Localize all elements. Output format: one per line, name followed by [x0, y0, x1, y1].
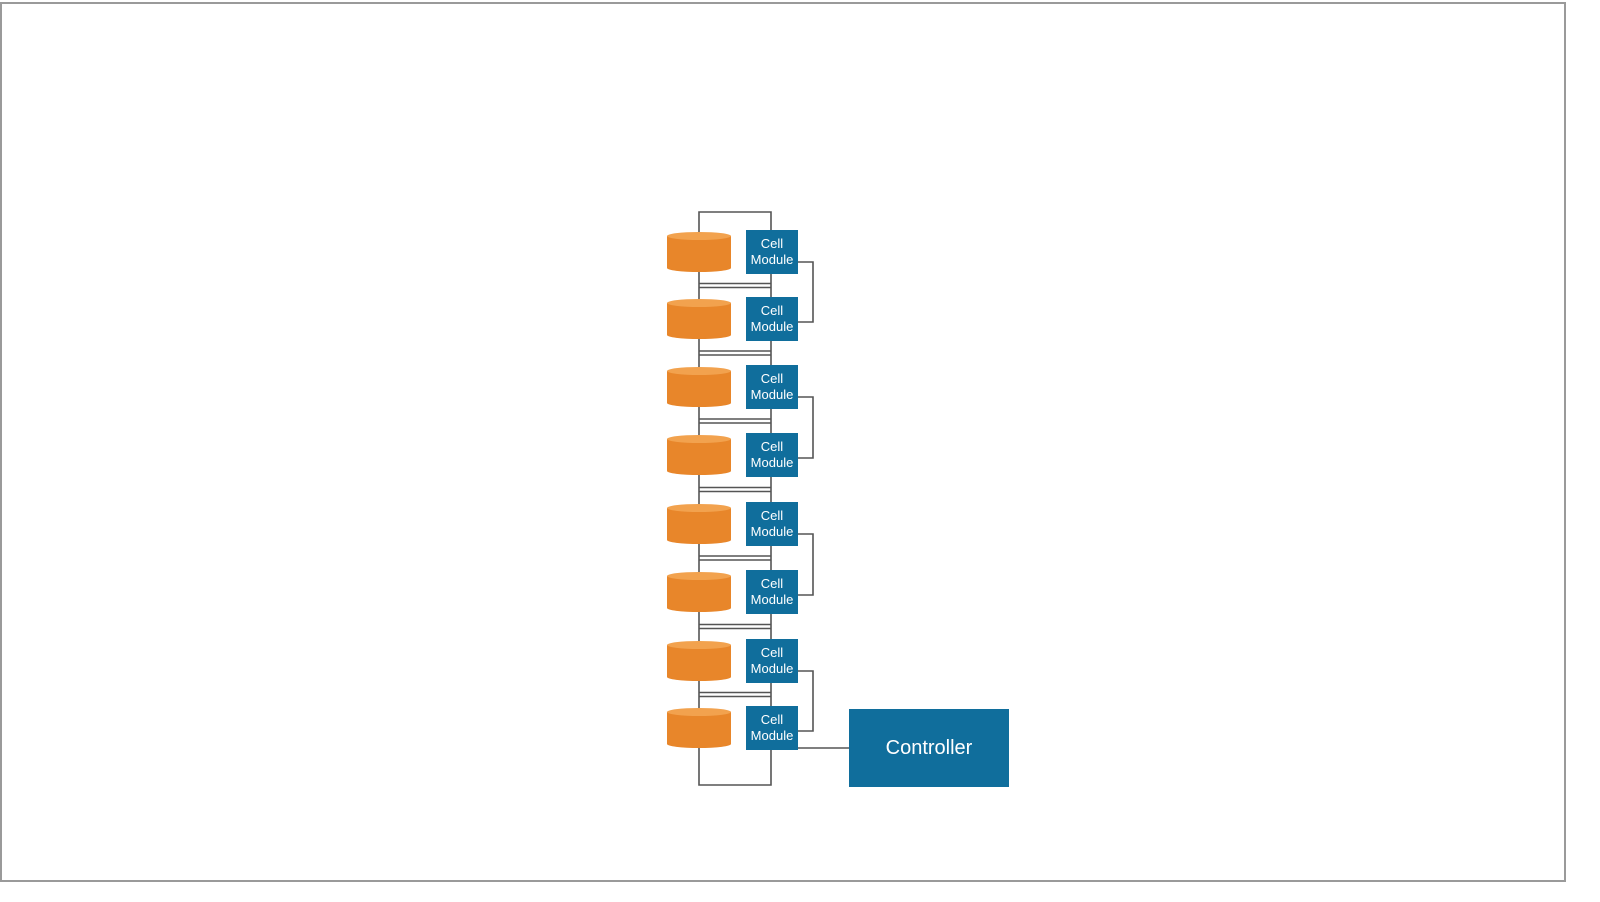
battery-cell	[667, 232, 731, 272]
battery-cell-top	[667, 367, 731, 375]
battery-cell-top	[667, 232, 731, 240]
cell-module-box[interactable]	[746, 570, 798, 614]
cell-module-label-line2: Module	[751, 319, 794, 334]
cell-module-box[interactable]	[746, 639, 798, 683]
battery-cell-top	[667, 299, 731, 307]
controller-label: Controller	[886, 737, 973, 759]
battery-cell	[667, 435, 731, 475]
cell-module-label-line1: Cell	[761, 508, 784, 523]
battery-cell	[667, 572, 731, 612]
cell-module-label-line2: Module	[751, 661, 794, 676]
battery-cell	[667, 708, 731, 748]
module-comm-loop-wire	[798, 533, 814, 596]
battery-cell-body	[667, 236, 731, 272]
module-comm-loop-wire	[798, 670, 814, 732]
battery-cells	[667, 232, 731, 748]
battery-cell-body	[667, 645, 731, 681]
cell-module-label-line1: Cell	[761, 576, 784, 591]
cell-module-label-line1: Cell	[761, 236, 784, 251]
module-comm-loop-wire	[798, 261, 814, 323]
cell-module-label-line2: Module	[751, 524, 794, 539]
battery-cell	[667, 367, 731, 407]
cell-modules: CellModuleCellModuleCellModuleCellModule…	[746, 230, 798, 750]
cell-module-label-line2: Module	[751, 728, 794, 743]
cell-module-label-line2: Module	[751, 455, 794, 470]
battery-cell-body	[667, 576, 731, 612]
battery-cell-body	[667, 371, 731, 407]
cell-module-label-line1: Cell	[761, 645, 784, 660]
battery-cell-body	[667, 303, 731, 339]
battery-cell-top	[667, 435, 731, 443]
battery-cell-top	[667, 708, 731, 716]
cell-module-label-line1: Cell	[761, 303, 784, 318]
module-comm-loop-wire	[798, 396, 814, 459]
cell-module-box[interactable]	[746, 365, 798, 409]
cell-module-label-line2: Module	[751, 592, 794, 607]
cell-module-box[interactable]	[746, 297, 798, 341]
battery-cell-body	[667, 439, 731, 475]
battery-cell	[667, 299, 731, 339]
cell-module-box[interactable]	[746, 230, 798, 274]
battery-cell	[667, 504, 731, 544]
bottom-bracket-wire	[698, 740, 772, 786]
controller[interactable]: Controller	[849, 709, 1009, 787]
cell-module-box[interactable]	[746, 433, 798, 477]
top-bracket-wire	[698, 211, 772, 240]
cell-module-label-line1: Cell	[761, 371, 784, 386]
cell-module-label-line1: Cell	[761, 712, 784, 727]
cell-module-label-line1: Cell	[761, 439, 784, 454]
cell-module-box[interactable]	[746, 502, 798, 546]
battery-cell-top	[667, 641, 731, 649]
battery-cell-body	[667, 712, 731, 748]
cell-module-label-line2: Module	[751, 387, 794, 402]
battery-cell-top	[667, 504, 731, 512]
battery-cell-body	[667, 508, 731, 544]
cell-module-label-line2: Module	[751, 252, 794, 267]
controller-box[interactable]	[849, 709, 1009, 787]
battery-cell	[667, 641, 731, 681]
battery-cell-top	[667, 572, 731, 580]
cell-module-box[interactable]	[746, 706, 798, 750]
